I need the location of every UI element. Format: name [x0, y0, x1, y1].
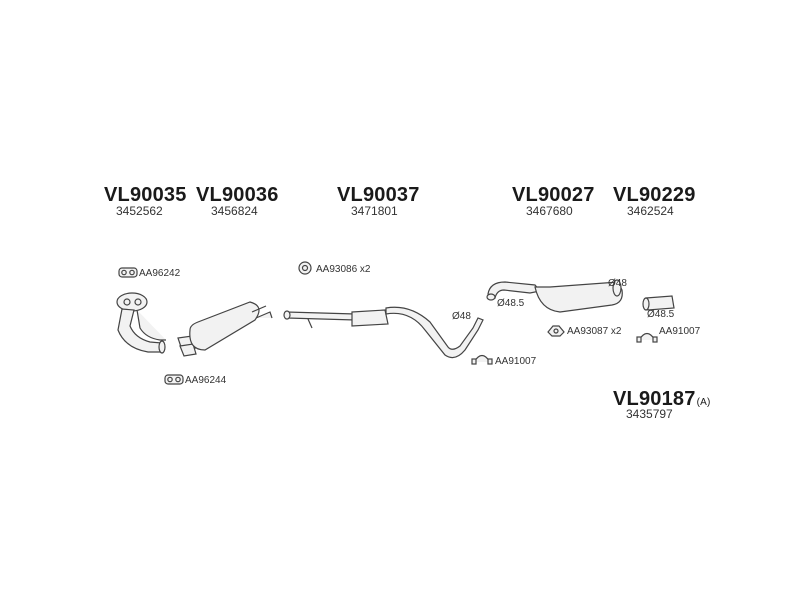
rear-silencer: [486, 279, 623, 313]
kit-code-value: VL90187: [613, 388, 696, 410]
accessory-label-aa93087: AA93087 x2: [567, 326, 622, 337]
accessory-label-aa96244: AA96244: [185, 375, 227, 386]
accessory-label-aa91007-rear: AA91007: [659, 326, 701, 337]
part-code-vl90037: VL90037: [337, 184, 420, 206]
tailpipe: [642, 295, 675, 311]
kit-number: 3435797: [626, 407, 673, 421]
part-code-vl90027: VL90027: [512, 184, 595, 206]
gasket-icon: [118, 267, 138, 278]
intermediate-pipe: [283, 306, 484, 359]
accessory-label-aa91007-front: AA91007: [495, 356, 537, 367]
part-code-vl90036: VL90036: [196, 184, 279, 206]
kit-code-suffix: (A): [696, 397, 711, 408]
part-number-3467680: 3467680: [526, 204, 573, 218]
dimension-label: Ø48.5: [647, 309, 675, 320]
dimension-label: Ø48.5: [497, 298, 525, 309]
dimension-label: Ø48: [608, 278, 627, 289]
rubber-mount-icon: [547, 325, 565, 337]
ring-clamp-icon: [298, 261, 312, 275]
part-code-vl90229: VL90229: [613, 184, 696, 206]
accessory-label-aa96242: AA96242: [139, 268, 181, 279]
clamp-icon: [471, 354, 493, 365]
dimension-label: Ø48: [452, 311, 471, 322]
gasket-icon: [164, 374, 184, 385]
part-code-vl90035: VL90035: [104, 184, 187, 206]
part-number-3456824: 3456824: [211, 204, 258, 218]
part-number-3452562: 3452562: [116, 204, 163, 218]
clamp-icon: [636, 332, 658, 343]
front-silencer: [177, 301, 273, 357]
part-number-3471801: 3471801: [351, 204, 398, 218]
front-downpipe: [116, 292, 166, 354]
part-number-3462524: 3462524: [627, 204, 674, 218]
kit-code: VL90187(A): [613, 388, 711, 411]
accessory-label-aa93086: AA93086 x2: [316, 264, 371, 275]
